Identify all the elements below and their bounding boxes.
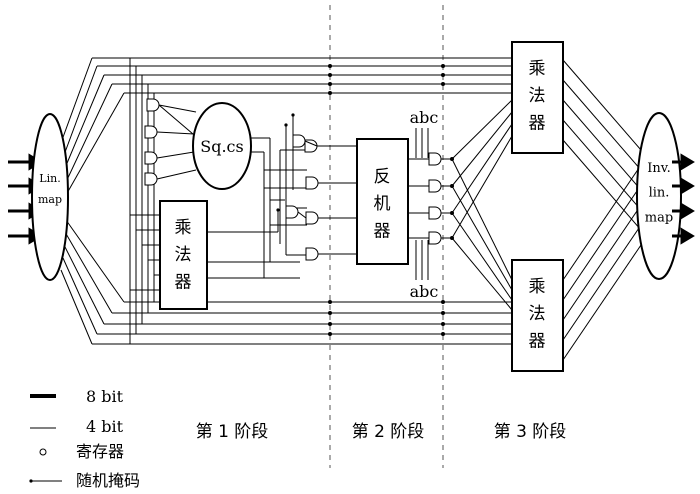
- multiplier-1-inputs: [130, 214, 160, 291]
- pre-inverter-gates: [285, 134, 319, 261]
- legend-8bit-label: 8 bit: [86, 387, 124, 406]
- legend-register-label: 寄存器: [76, 442, 124, 461]
- sq-cs-label: Sq.cs: [200, 137, 243, 156]
- legend-4bit-label: 4 bit: [86, 417, 124, 436]
- legend-register-symbol: [39, 448, 47, 456]
- register-dots: [328, 64, 445, 336]
- lin-map-fanout: [60, 57, 125, 345]
- stage-3-label: 第 3 阶段: [494, 422, 567, 442]
- stage1-mask-dots: [276, 113, 295, 212]
- legend-mask-label: 随机掩码: [76, 471, 140, 490]
- sq-cs-block: Sq.cs: [192, 102, 252, 190]
- multiplier-to-invmap-wires: [562, 59, 642, 361]
- inverter-label: 反机器: [374, 167, 391, 241]
- inverter-to-gates-wires: [408, 158, 452, 239]
- stage-1-label: 第 1 阶段: [196, 422, 269, 442]
- multiplier-top-block: 乘法器: [511, 41, 564, 154]
- inv-lin-map-label: Inv.lin.map: [645, 161, 673, 225]
- stage1-vertical-buses: [129, 58, 155, 344]
- inv-lin-map-block: Inv.lin.map: [636, 112, 682, 280]
- abc-mask-lines: [415, 128, 429, 280]
- legend: 8 bit 4 bit 寄存器 随机掩码: [29, 387, 140, 490]
- multiplier-bottom-label: 乘法器: [529, 277, 546, 351]
- stage2-output-gates: [428, 152, 442, 245]
- gates-to-inverter-wires: [297, 140, 357, 255]
- abc-top-label: abc: [410, 108, 439, 127]
- lin-map-block: Lin.map: [31, 113, 69, 281]
- lin-map-label: Lin.map: [38, 172, 62, 206]
- inverter-block: 反机器: [356, 138, 409, 265]
- multiplier-bottom-block: 乘法器: [511, 259, 564, 372]
- stage1-to-stage2-wires: [207, 115, 307, 279]
- multiplier-1-label: 乘法器: [175, 218, 192, 292]
- stage-separators: [329, 5, 444, 468]
- stage-labels: 第 1 阶段 第 2 阶段 第 3 阶段: [196, 422, 567, 442]
- multiplier-top-label: 乘法器: [529, 59, 546, 133]
- stage1-gates: [144, 98, 160, 186]
- stage-2-label: 第 2 阶段: [352, 422, 425, 442]
- abc-bottom-label: abc: [410, 282, 439, 301]
- legend-mask-dot-symbol: [29, 479, 33, 483]
- gate-output-dots: [450, 157, 454, 240]
- multiplier-1-block: 乘法器: [159, 200, 208, 310]
- stage3-fanout: [451, 99, 513, 311]
- output-arrows: [672, 153, 695, 245]
